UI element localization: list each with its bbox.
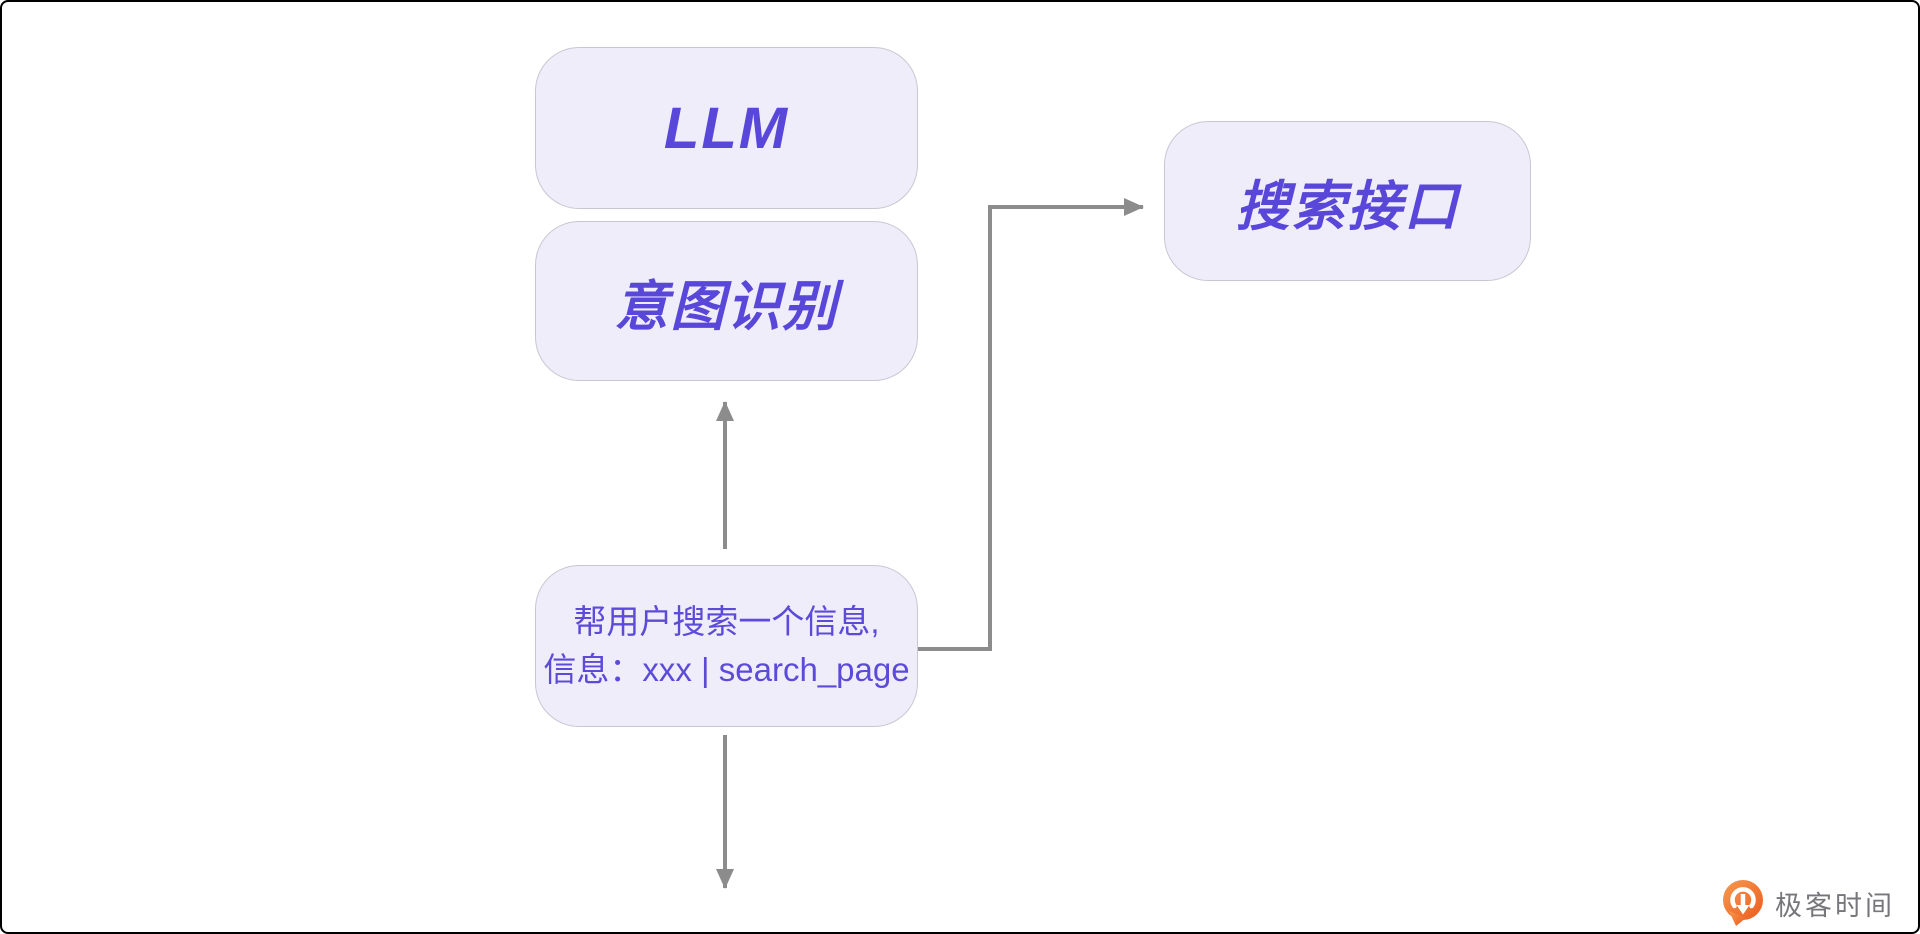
node-search-api: 搜索接口 [1164, 121, 1531, 281]
node-prompt-example-text: 帮用户搜索一个信息, 信息：xxx | search_page [543, 598, 909, 694]
prompt-line-1: 帮用户搜索一个信息, [573, 603, 880, 640]
node-search-api-label: 搜索接口 [1235, 176, 1460, 237]
geektime-logo: 极客时间 [1720, 879, 1895, 927]
node-prompt-example: 帮用户搜索一个信息, 信息：xxx | search_page [535, 565, 918, 727]
node-llm: LLM [535, 47, 918, 209]
geektime-icon [1723, 880, 1763, 926]
node-intent-recognition-label: 意图识别 [614, 276, 839, 337]
geektime-logo-text: 极客时间 [1775, 890, 1895, 921]
node-intent-recognition: 意图识别 [535, 221, 918, 381]
node-llm-label: LLM [663, 95, 790, 161]
arrow-prompt-to-search-api [918, 198, 1144, 651]
prompt-line-2: 信息：xxx | search_page [543, 651, 910, 688]
